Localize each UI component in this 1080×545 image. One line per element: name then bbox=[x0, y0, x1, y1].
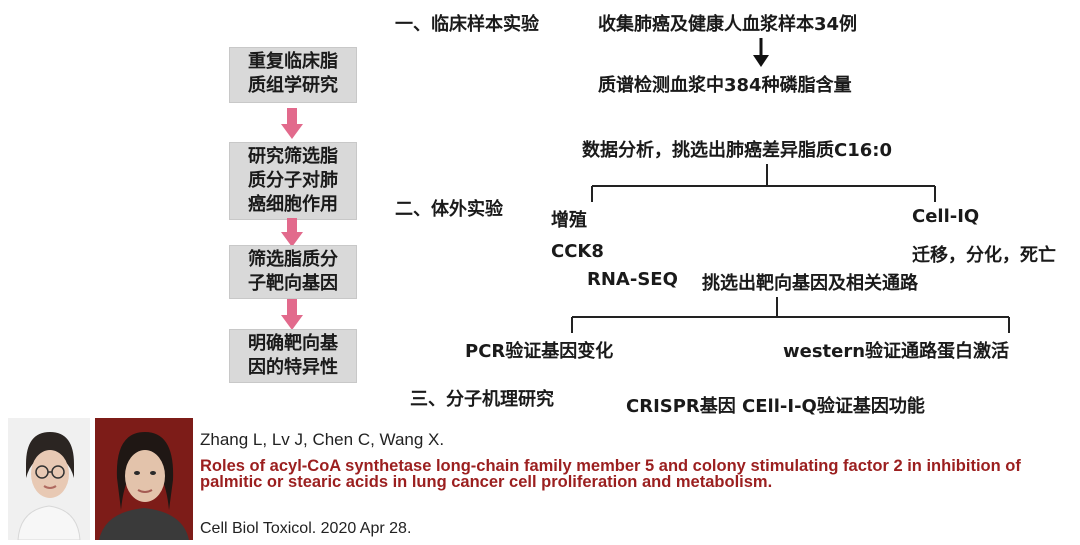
select-genes-text: 挑选出靶向基因及相关通路 bbox=[702, 273, 918, 294]
flow-arrow-1 bbox=[281, 108, 303, 139]
rna-seq-label: RNA-SEQ bbox=[587, 269, 678, 290]
collect-samples-text: 收集肺癌及健康人血浆样本34例 bbox=[598, 14, 858, 35]
section-3-heading: 三、分子机理研究 bbox=[410, 389, 554, 410]
flow-step-4-line1: 明确靶向基 bbox=[248, 333, 338, 354]
section-2-heading: 二、体外实验 bbox=[395, 199, 503, 220]
mass-spec-text: 质谱检测血浆中384种磷脂含量 bbox=[598, 75, 852, 96]
western-text: western验证通路蛋白激活 bbox=[783, 341, 1010, 362]
flow-arrow-2 bbox=[281, 218, 303, 247]
section-1-heading: 一、临床样本实验 bbox=[395, 14, 539, 35]
proliferation-label: 增殖 bbox=[551, 210, 587, 231]
reference-journal: Cell Biol Toxicol. 2020 Apr 28. bbox=[200, 520, 412, 537]
flow-step-4: 明确靶向基 因的特异性 bbox=[229, 329, 357, 383]
crispr-text: CRISPR基因 CEll-I-Q验证基因功能 bbox=[626, 396, 925, 417]
cell-iq-label: Cell-IQ bbox=[912, 206, 980, 227]
reference-title: Roles of acyl-CoA synthetase long-chain … bbox=[200, 457, 1021, 491]
flow-step-1: 重复临床脂 质组学研究 bbox=[229, 47, 357, 103]
flow-step-2-line2: 质分子对肺 bbox=[248, 170, 338, 191]
cell-iq-detail: 迁移，分化，死亡 bbox=[912, 245, 1056, 266]
flow-step-4-line2: 因的特异性 bbox=[248, 357, 338, 378]
flow-step-3-line1: 筛选脂质分 bbox=[248, 249, 338, 270]
bracket-upper bbox=[591, 164, 936, 202]
author-photo-2 bbox=[95, 418, 193, 540]
flow-arrow-3 bbox=[281, 299, 303, 330]
bracket-lower bbox=[571, 297, 1010, 333]
down-arrow-icon bbox=[753, 38, 769, 67]
flow-step-2: 研究筛选脂 质分子对肺 癌细胞作用 bbox=[229, 142, 357, 220]
flow-step-1-line2: 质组学研究 bbox=[248, 75, 338, 96]
reference-authors: Zhang L, Lv J, Chen C, Wang X. bbox=[200, 430, 445, 449]
flow-step-2-line1: 研究筛选脂 bbox=[248, 146, 338, 167]
flow-step-3-line2: 子靶向基因 bbox=[248, 273, 338, 294]
cck8-label: CCK8 bbox=[551, 241, 604, 262]
pcr-text: PCR验证基因变化 bbox=[465, 341, 614, 362]
flow-step-2-line3: 癌细胞作用 bbox=[248, 194, 338, 215]
author-photo-1 bbox=[8, 418, 90, 540]
data-analysis-text: 数据分析，挑选出肺癌差异脂质C16:0 bbox=[582, 140, 892, 161]
flow-step-3: 筛选脂质分 子靶向基因 bbox=[229, 245, 357, 299]
flow-step-1-line1: 重复临床脂 bbox=[248, 51, 338, 72]
